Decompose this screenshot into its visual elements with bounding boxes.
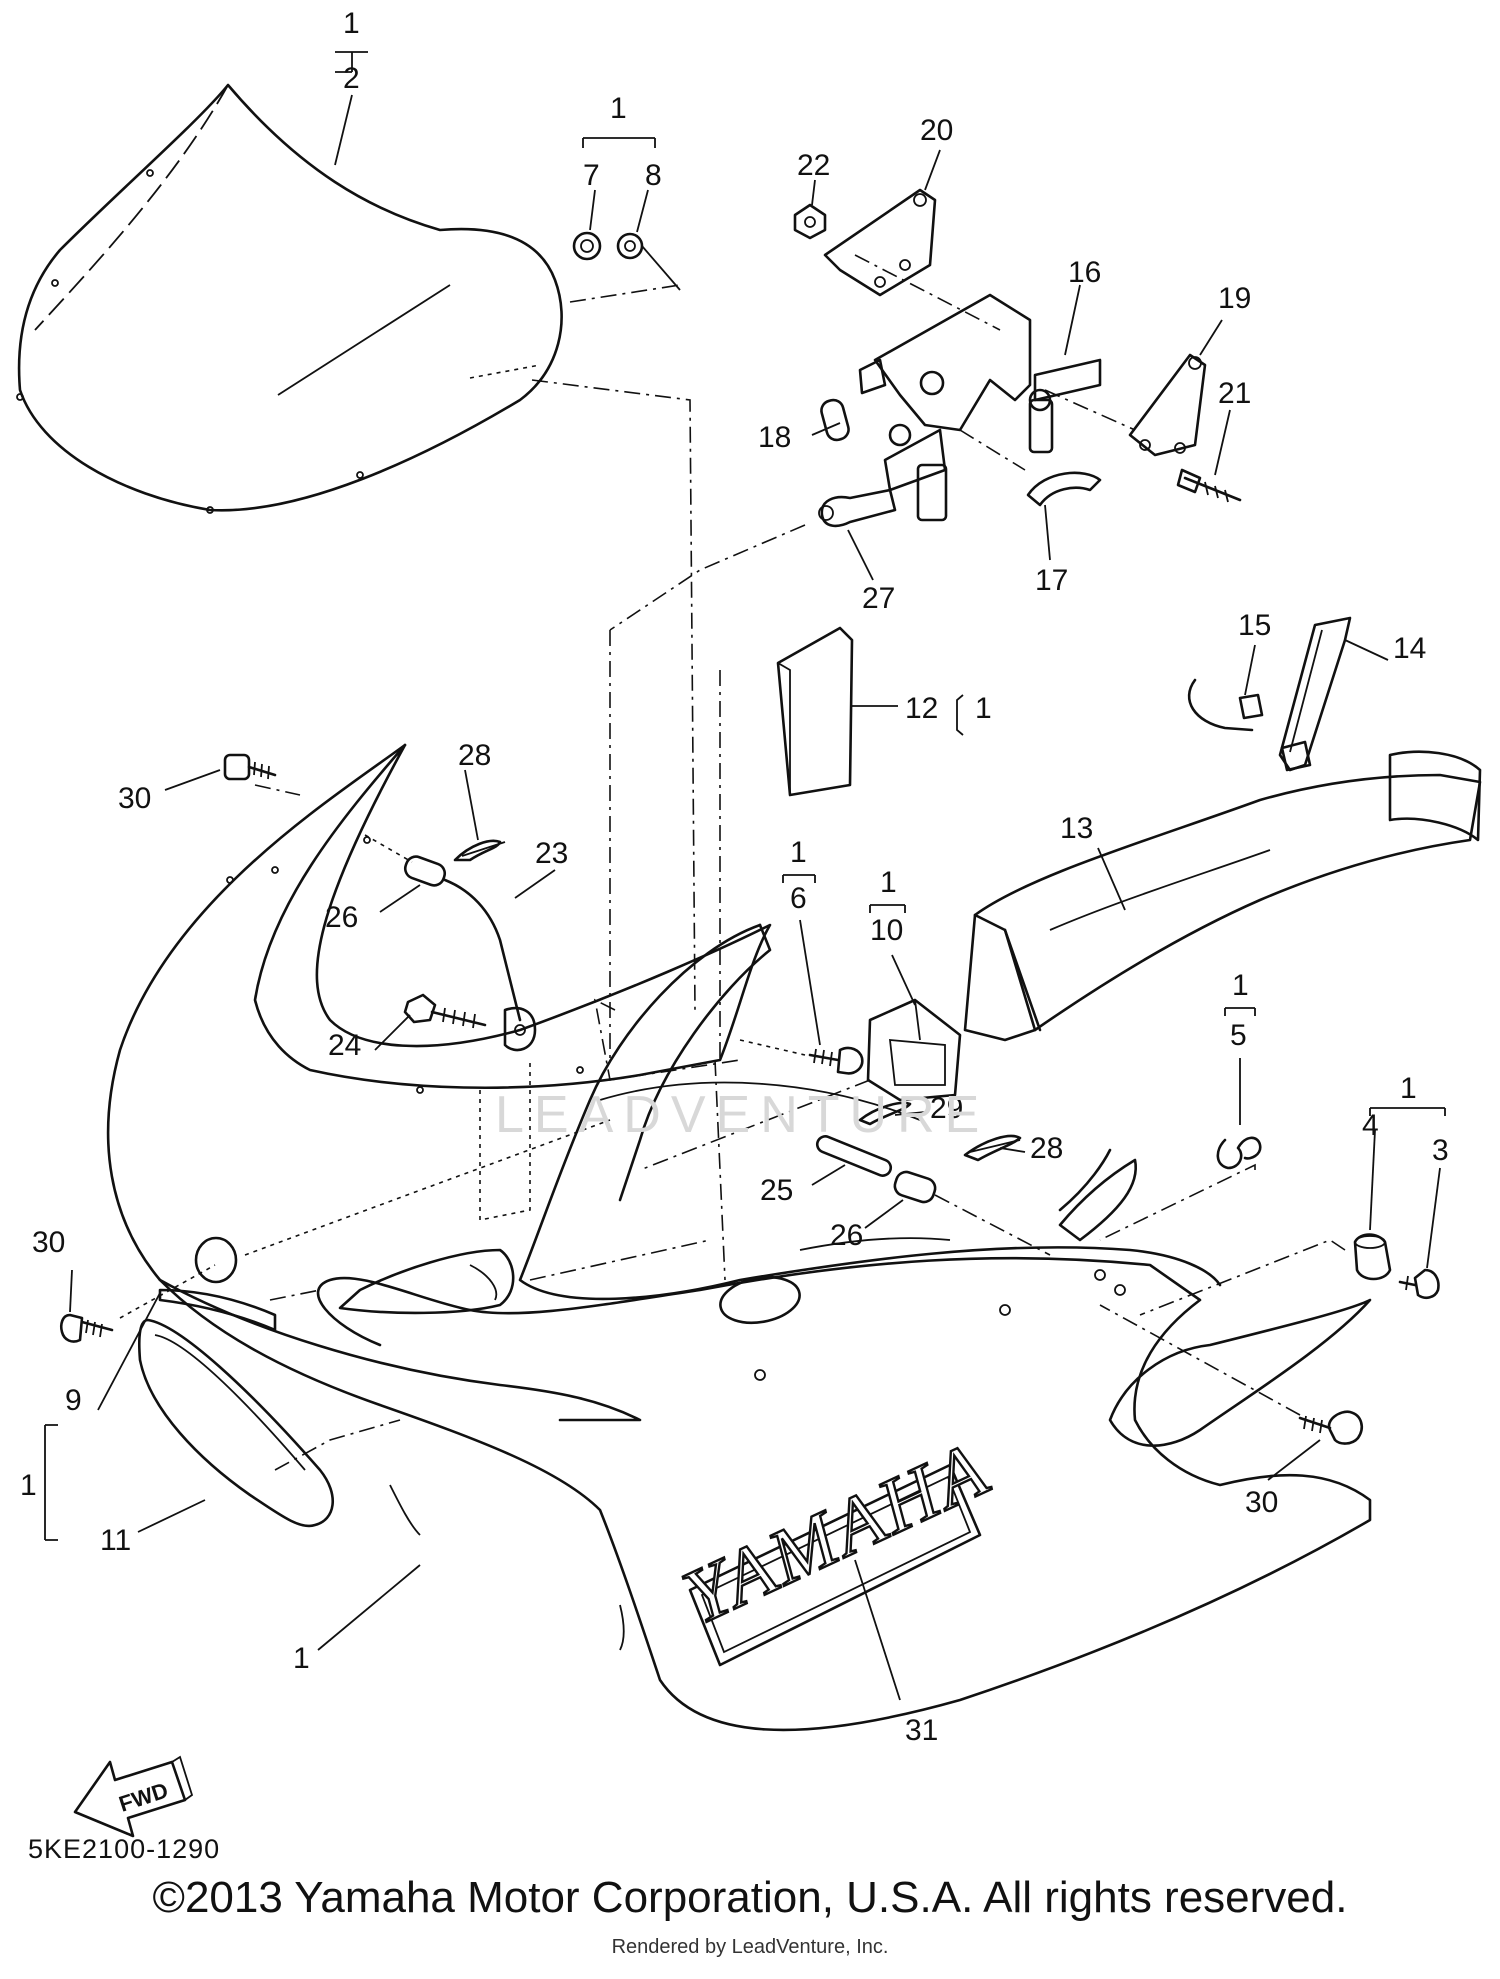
yamaha-graphic: YAMAHA [669,1423,1004,1667]
callout-labels: 1 2 1 7 8 22 20 16 19 18 21 27 17 15 14 … [20,7,1449,1747]
callout: 1 [880,866,897,899]
callout: 1 [293,1642,310,1675]
callout: 7 [583,159,600,192]
stay-bracket-left [823,188,937,297]
callout: 1 [975,692,992,725]
stay-collar [820,398,850,442]
bracket-23 [443,878,537,1052]
callout: 18 [758,421,791,454]
collar-4 [1353,1233,1392,1281]
callout: 1 [1400,1072,1417,1105]
trim-9 [158,1288,277,1332]
callout: 10 [870,914,903,947]
callout: 15 [1238,609,1271,642]
callout: 14 [1393,632,1426,665]
windshield-washer [616,232,681,291]
stay-clamp [1026,471,1102,507]
stay-bolt [1176,468,1242,503]
callout: 21 [1218,377,1251,410]
callout: 31 [905,1714,938,1747]
leader-lines [44,51,1446,1701]
callout: 26 [325,901,358,934]
collar-upper [403,855,447,887]
callout: 9 [65,1384,82,1417]
damper-pad [776,626,854,797]
fwd-arrow-icon: FWD [73,1755,194,1838]
clip [1187,678,1264,732]
screw-6 [808,1046,864,1075]
diagram-code: 5KE2100-1290 [28,1834,221,1864]
collar-26b [893,1170,937,1204]
stay-bracket-right [1128,353,1207,457]
callout: 17 [1035,564,1068,597]
callout: 13 [1060,812,1093,845]
callout: 16 [1068,256,1101,289]
spring-5 [1216,1136,1262,1170]
stay-nut [793,203,827,240]
grommet [818,488,897,528]
callout: 26 [830,1219,863,1252]
cover-11 [137,1318,335,1528]
callout: 1 [343,7,360,40]
callout: 1 [790,836,807,869]
callout: 1 [20,1469,37,1502]
callout: 5 [1230,1019,1247,1052]
strap [1278,616,1352,772]
cotter-pin-29 [858,1101,912,1126]
callout: 28 [1030,1132,1063,1165]
callout: 1 [610,92,627,125]
callout: 2 [343,62,360,95]
inner-panel [226,743,772,1090]
callout: 19 [1218,282,1251,315]
callout: 29 [930,1092,963,1125]
callout: 4 [1362,1109,1379,1142]
watermark: LEADVENTURE [495,1086,990,1144]
callout: 24 [328,1029,361,1062]
callout: 28 [458,739,491,772]
bolt-24 [403,993,487,1029]
screw-3 [1398,1268,1440,1300]
air-duct [963,750,1482,1042]
render-credit: Rendered by LeadVenture, Inc. [611,1936,889,1958]
windshield-nut [572,231,602,261]
callout: 30 [1245,1486,1278,1519]
callout: 22 [797,149,830,182]
callout: 1 [1232,969,1249,1002]
cotter-pin-28b [963,1134,1022,1162]
callout: 30 [32,1226,65,1259]
callout: 12 [905,692,938,725]
callout: 27 [862,582,895,615]
screw-30-right [1298,1410,1364,1445]
callout: 11 [100,1524,131,1557]
callout: 23 [535,837,568,870]
copyright-notice: ©2013 Yamaha Motor Corporation, U.S.A. A… [152,1873,1348,1922]
cotter-pin-28a [453,839,506,862]
upper-cowling [106,743,1372,1732]
callout: 8 [645,159,662,192]
windshield [16,83,563,514]
callout: 25 [760,1174,793,1207]
callout: 20 [920,114,953,147]
callout: 3 [1432,1134,1449,1167]
callout: 30 [118,782,151,815]
bolt-30-upper [223,753,277,781]
fairing-stay [858,293,1102,522]
screw-30-left [59,1313,114,1343]
pin-25 [815,1135,893,1177]
callout: 6 [790,882,807,915]
